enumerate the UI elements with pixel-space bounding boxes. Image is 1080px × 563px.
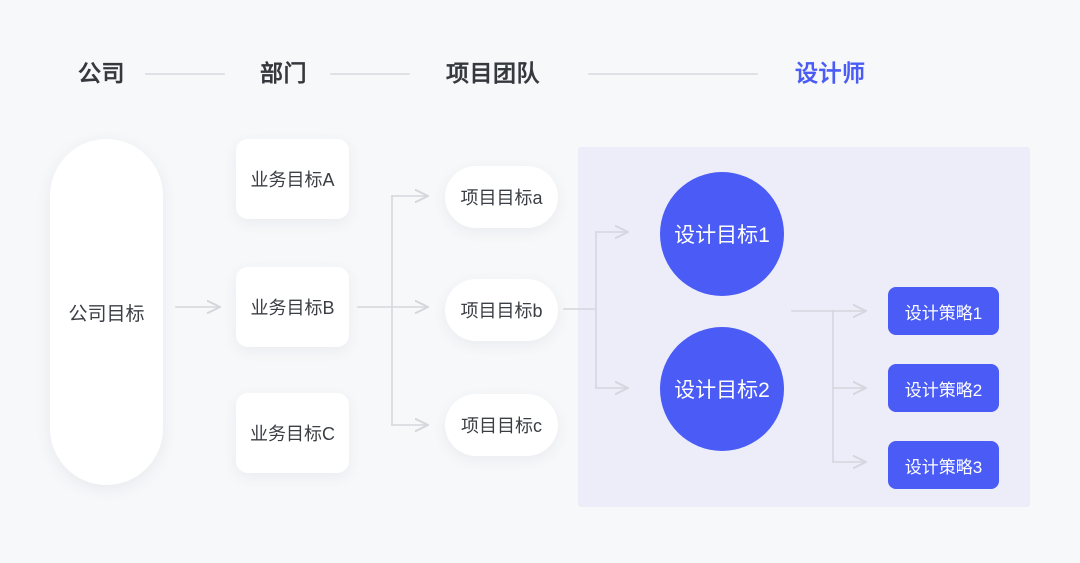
node-design-strategy-1-label: 设计策略1 xyxy=(904,303,983,323)
node-project-goal-c[interactable]: 项目目标c xyxy=(445,394,558,456)
node-project-goal-a[interactable]: 项目目标a xyxy=(445,166,558,228)
level-rule-1 xyxy=(145,73,225,75)
node-business-goal-c[interactable]: 业务目标C xyxy=(236,393,349,473)
node-design-goal-2-label: 设计目标2 xyxy=(674,379,770,402)
node-company-goal-label: 公司目标 xyxy=(68,303,145,325)
node-business-goal-b-label: 业务目标B xyxy=(250,298,335,318)
node-design-strategy-3-label: 设计策略3 xyxy=(904,457,983,477)
node-design-goal-1[interactable]: 设计目标1 xyxy=(660,172,784,296)
node-business-goal-c-label: 业务目标C xyxy=(250,424,335,444)
node-design-strategy-3[interactable]: 设计策略3 xyxy=(888,441,999,489)
node-design-strategy-2-label: 设计策略2 xyxy=(904,380,983,400)
node-project-goal-b[interactable]: 项目目标b xyxy=(445,279,558,341)
node-project-goal-c-label: 项目目标c xyxy=(461,416,542,436)
node-business-goal-a[interactable]: 业务目标A xyxy=(236,139,349,219)
node-project-goal-a-label: 项目目标a xyxy=(460,188,543,208)
node-project-goal-b-label: 项目目标b xyxy=(460,301,543,321)
node-business-goal-a-label: 业务目标A xyxy=(250,170,335,190)
node-design-goal-2[interactable]: 设计目标2 xyxy=(660,327,784,451)
node-design-strategy-1[interactable]: 设计策略1 xyxy=(888,287,999,335)
node-company-goal[interactable]: 公司目标 xyxy=(50,139,163,485)
level-label-department: 部门 xyxy=(260,60,307,86)
node-design-goal-1-label: 设计目标1 xyxy=(674,224,770,247)
level-label-company: 公司 xyxy=(78,60,125,86)
level-label-designer: 设计师 xyxy=(795,60,866,86)
node-business-goal-b[interactable]: 业务目标B xyxy=(236,267,349,347)
node-design-strategy-2[interactable]: 设计策略2 xyxy=(888,364,999,412)
level-rule-2 xyxy=(330,73,410,75)
level-rule-3 xyxy=(588,73,758,75)
level-label-project-team: 项目团队 xyxy=(446,60,540,86)
